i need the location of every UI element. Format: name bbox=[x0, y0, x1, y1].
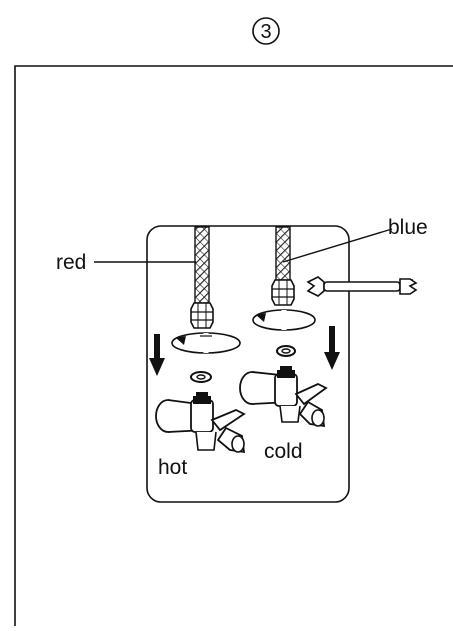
hot-label: hot bbox=[158, 456, 187, 479]
hot-washer-icon bbox=[190, 371, 212, 383]
blue-leader-line bbox=[282, 228, 393, 263]
cold-tighten-arrow-icon bbox=[252, 309, 316, 331]
right-down-arrow-icon bbox=[324, 326, 340, 370]
blue-label: blue bbox=[388, 216, 428, 239]
hot-angle-valve-icon bbox=[155, 392, 246, 454]
page-frame bbox=[14, 65, 453, 626]
cabinet-panel bbox=[146, 225, 350, 503]
hot-tighten-arrow-icon bbox=[171, 332, 241, 354]
cold-washer-icon bbox=[276, 345, 296, 357]
cold-label: cold bbox=[264, 440, 303, 463]
cold-hose-nut-icon bbox=[271, 279, 295, 306]
cold-hose bbox=[275, 226, 291, 281]
hot-hose-nut-icon bbox=[190, 302, 214, 329]
wrench-icon bbox=[306, 276, 418, 297]
hot-hose bbox=[194, 226, 210, 304]
red-label: red bbox=[56, 251, 86, 274]
step-number: 3 bbox=[260, 21, 271, 43]
left-down-arrow-icon bbox=[149, 334, 165, 376]
cold-angle-valve-icon bbox=[239, 366, 328, 428]
step-number-badge: 3 bbox=[252, 17, 280, 45]
